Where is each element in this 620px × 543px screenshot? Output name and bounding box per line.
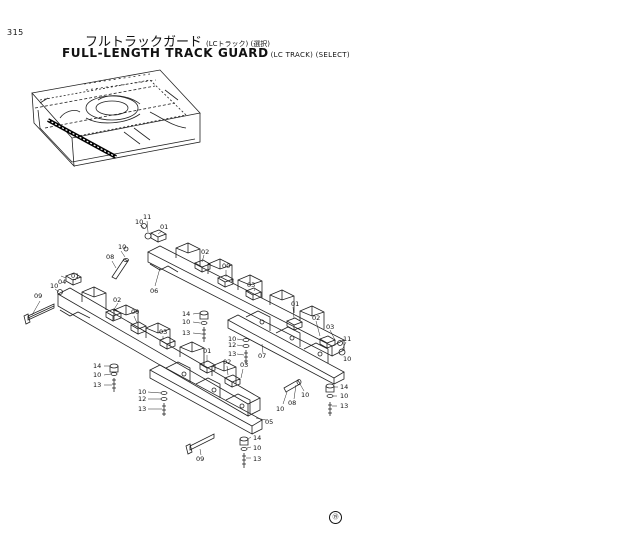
callout-08-b: 08 bbox=[288, 399, 296, 407]
callout-10-e: 10 bbox=[182, 318, 190, 326]
callout-10-h: 10 bbox=[138, 388, 146, 396]
callout-03-c: 03 bbox=[159, 328, 167, 336]
callout-10-k: 10 bbox=[340, 392, 348, 400]
callout-01-d: 01 bbox=[203, 347, 211, 355]
page-mark: ⑲ bbox=[329, 511, 342, 524]
callout-13-a: 13 bbox=[182, 329, 190, 337]
callout-labels: 10 11 01 02 00 03 10 08 06 01 02 03 11 1… bbox=[34, 213, 351, 463]
title-english: FULL-LENGTH TRACK GUARD(LC TRACK) (SELEC… bbox=[62, 46, 350, 60]
callout-10-g: 10 bbox=[93, 371, 101, 379]
callout-14-a: 14 bbox=[182, 310, 190, 318]
callout-01-b: 01 bbox=[291, 300, 299, 308]
callout-03-b: 03 bbox=[326, 323, 334, 331]
callout-10-l: 10 bbox=[253, 444, 261, 452]
callout-02-b: 02 bbox=[312, 314, 320, 322]
callout-14-c: 14 bbox=[340, 383, 348, 391]
callout-02-c: 02 bbox=[113, 296, 121, 304]
title-japanese: フルトラックガード(LCトラック) (選択) bbox=[85, 31, 270, 50]
callout-01-c: 01 bbox=[71, 272, 79, 280]
callout-10-i: 10 bbox=[276, 405, 284, 413]
callout-01-a: 01 bbox=[160, 223, 168, 231]
leader-lines bbox=[31, 220, 347, 459]
callout-04: 04 bbox=[58, 278, 66, 286]
title-jp-main: フルトラックガード bbox=[85, 35, 203, 50]
callout-02-d: 02 bbox=[223, 358, 231, 366]
callout-10-f: 10 bbox=[228, 335, 236, 343]
callout-05: 05 bbox=[265, 418, 273, 426]
callout-11-a: 11 bbox=[143, 213, 151, 221]
callout-10-a: 10 bbox=[135, 218, 143, 226]
page-number: 315 bbox=[7, 28, 24, 37]
callout-13-c: 13 bbox=[93, 381, 101, 389]
callout-02-a: 02 bbox=[201, 248, 209, 256]
callout-11-b: 11 bbox=[343, 335, 351, 343]
callout-00-a: 00 bbox=[222, 262, 230, 270]
callout-00-b: 00 bbox=[131, 308, 139, 316]
callout-10-j: 10 bbox=[301, 391, 309, 399]
callout-10-c: 10 bbox=[343, 355, 351, 363]
callout-09-a: 09 bbox=[34, 292, 42, 300]
callout-07: 07 bbox=[258, 352, 266, 360]
callout-10-d: 10 bbox=[50, 282, 58, 290]
callout-03-a: 03 bbox=[247, 281, 255, 289]
title-en-main: FULL-LENGTH TRACK GUARD bbox=[62, 46, 269, 60]
callout-12-a: 12 bbox=[228, 341, 236, 349]
callout-13-e: 13 bbox=[340, 402, 348, 410]
machine-locator-sketch bbox=[31, 69, 201, 168]
callout-13-f: 13 bbox=[253, 455, 261, 463]
callout-13-b: 13 bbox=[228, 350, 236, 358]
upper-guard-rail bbox=[147, 229, 345, 385]
title-en-sub: (LC TRACK) (SELECT) bbox=[270, 51, 350, 59]
callout-09-b: 09 bbox=[196, 455, 204, 463]
callout-06: 06 bbox=[150, 287, 158, 295]
callout-08-a: 08 bbox=[106, 253, 114, 261]
callout-10-b: 10 bbox=[118, 243, 126, 251]
callout-14-d: 14 bbox=[253, 434, 261, 442]
pins-and-bolts bbox=[23, 223, 346, 468]
callout-14-b: 14 bbox=[93, 362, 101, 370]
callout-12-b: 12 bbox=[138, 395, 146, 403]
callout-03-d: 03 bbox=[240, 361, 248, 369]
callout-13-d: 13 bbox=[138, 405, 146, 413]
lower-guard-rail bbox=[57, 272, 263, 435]
title-jp-sub: (LCトラック) (選択) bbox=[206, 40, 270, 48]
